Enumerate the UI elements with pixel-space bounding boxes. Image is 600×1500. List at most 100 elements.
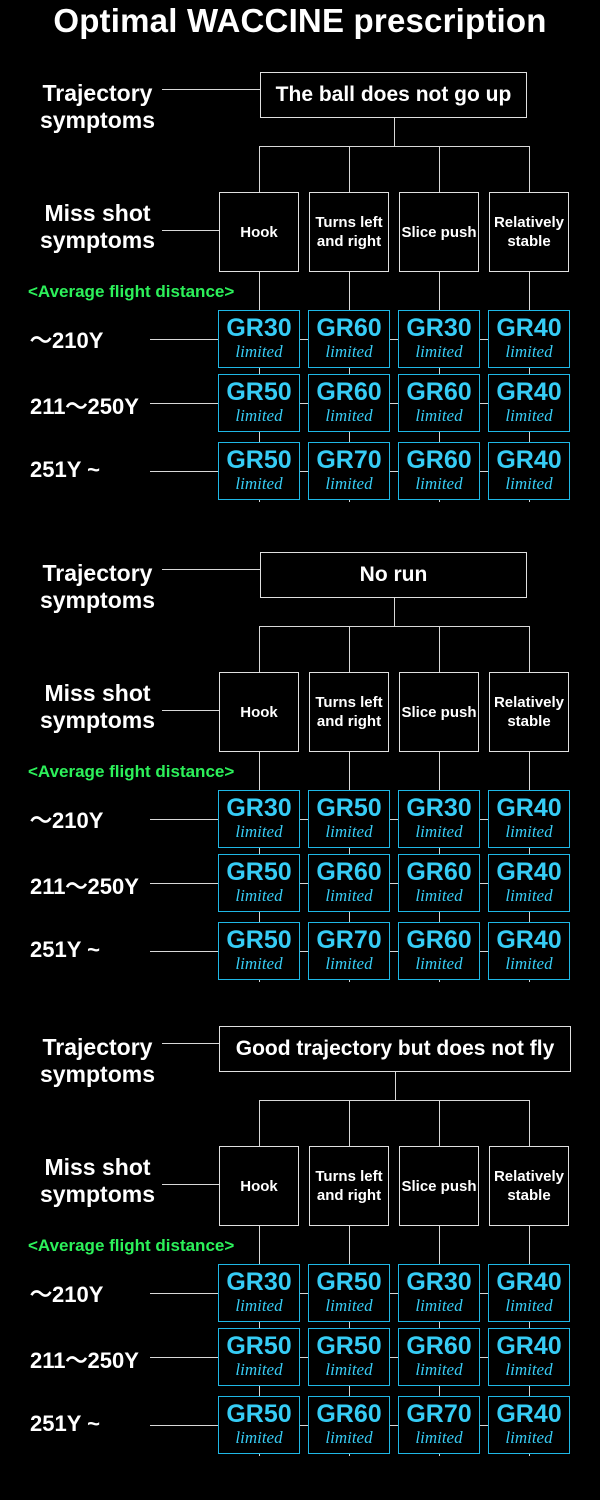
model-sublabel: limited: [325, 406, 373, 425]
model-code: GR40: [496, 926, 562, 954]
connector-line: [162, 230, 219, 231]
distance-label: 251Y ~: [30, 1411, 100, 1436]
trajectory-box: The ball does not go up: [260, 72, 527, 118]
connector-line: [162, 710, 219, 711]
model-sublabel: limited: [325, 1296, 373, 1315]
model-code: GR70: [316, 446, 382, 474]
trajectory-symptoms-label: Trajectory symptoms: [39, 1034, 156, 1087]
model-sublabel: limited: [415, 1428, 463, 1447]
model-sublabel: limited: [325, 1428, 373, 1447]
model-sublabel: limited: [415, 342, 463, 361]
model-code: GR40: [496, 794, 562, 822]
model-sublabel: limited: [325, 954, 373, 973]
connector-line: [259, 626, 529, 627]
model-sublabel: limited: [505, 822, 553, 841]
model-code: GR70: [316, 926, 382, 954]
model-code: GR60: [406, 1332, 472, 1360]
connector-line: [529, 1100, 530, 1146]
miss-shot-symptoms-label: Miss shot symptoms: [39, 680, 156, 733]
connector-line: [529, 626, 530, 672]
connector-line: [349, 1100, 350, 1146]
miss-shot-box: Relatively stable: [489, 672, 569, 752]
model-sublabel: limited: [235, 1428, 283, 1447]
distance-label: 211～250Y: [30, 394, 139, 419]
distance-label: 211～250Y: [30, 1348, 139, 1373]
model-sublabel: limited: [325, 342, 373, 361]
connector-line: [393, 118, 395, 146]
miss-shot-box: Relatively stable: [489, 1146, 569, 1226]
model-code: GR30: [406, 794, 472, 822]
model-sublabel: limited: [235, 342, 283, 361]
miss-shot-symptoms-label: Miss shot symptoms: [39, 1154, 156, 1207]
distance-label: 251Y ~: [30, 937, 100, 962]
model-code: GR50: [316, 1332, 382, 1360]
distance-label: ～210Y: [30, 1282, 104, 1307]
average-flight-distance-label: <Average flight distance>: [28, 1236, 235, 1255]
model-sublabel: limited: [235, 1360, 283, 1379]
model-code: GR50: [226, 1400, 292, 1428]
connector-line: [439, 1100, 440, 1146]
connector-line: [259, 146, 260, 192]
model-sublabel: limited: [325, 1360, 373, 1379]
connector-line: [439, 626, 440, 672]
trajectory-symptoms-label: Trajectory symptoms: [39, 560, 156, 613]
model-sublabel: limited: [505, 1428, 553, 1447]
miss-shot-box: Slice push: [399, 1146, 479, 1226]
miss-shot-box: Hook: [219, 192, 299, 272]
connector-line: [349, 626, 350, 672]
model-code: GR50: [316, 794, 382, 822]
model-code: GR40: [496, 1332, 562, 1360]
connector-line: [439, 146, 440, 192]
connector-line: [162, 569, 260, 570]
model-code: GR40: [496, 858, 562, 886]
model-sublabel: limited: [235, 886, 283, 905]
model-sublabel: limited: [325, 886, 373, 905]
model-code: GR60: [406, 926, 472, 954]
distance-label: 251Y ~: [30, 457, 100, 482]
model-sublabel: limited: [415, 954, 463, 973]
connector-line: [259, 146, 529, 147]
connector-line: [393, 598, 395, 626]
model-sublabel: limited: [505, 406, 553, 425]
model-sublabel: limited: [415, 474, 463, 493]
model-code: GR60: [316, 314, 382, 342]
model-sublabel: limited: [415, 1360, 463, 1379]
model-code: GR40: [496, 446, 562, 474]
connector-line: [162, 1184, 219, 1185]
model-sublabel: limited: [325, 822, 373, 841]
model-sublabel: limited: [235, 406, 283, 425]
model-sublabel: limited: [235, 474, 283, 493]
model-code: GR60: [316, 858, 382, 886]
miss-shot-box: Hook: [219, 1146, 299, 1226]
model-sublabel: limited: [325, 474, 373, 493]
model-sublabel: limited: [505, 886, 553, 905]
model-sublabel: limited: [505, 342, 553, 361]
miss-shot-box: Hook: [219, 672, 299, 752]
distance-label: 211～250Y: [30, 874, 139, 899]
model-code: GR60: [406, 858, 472, 886]
